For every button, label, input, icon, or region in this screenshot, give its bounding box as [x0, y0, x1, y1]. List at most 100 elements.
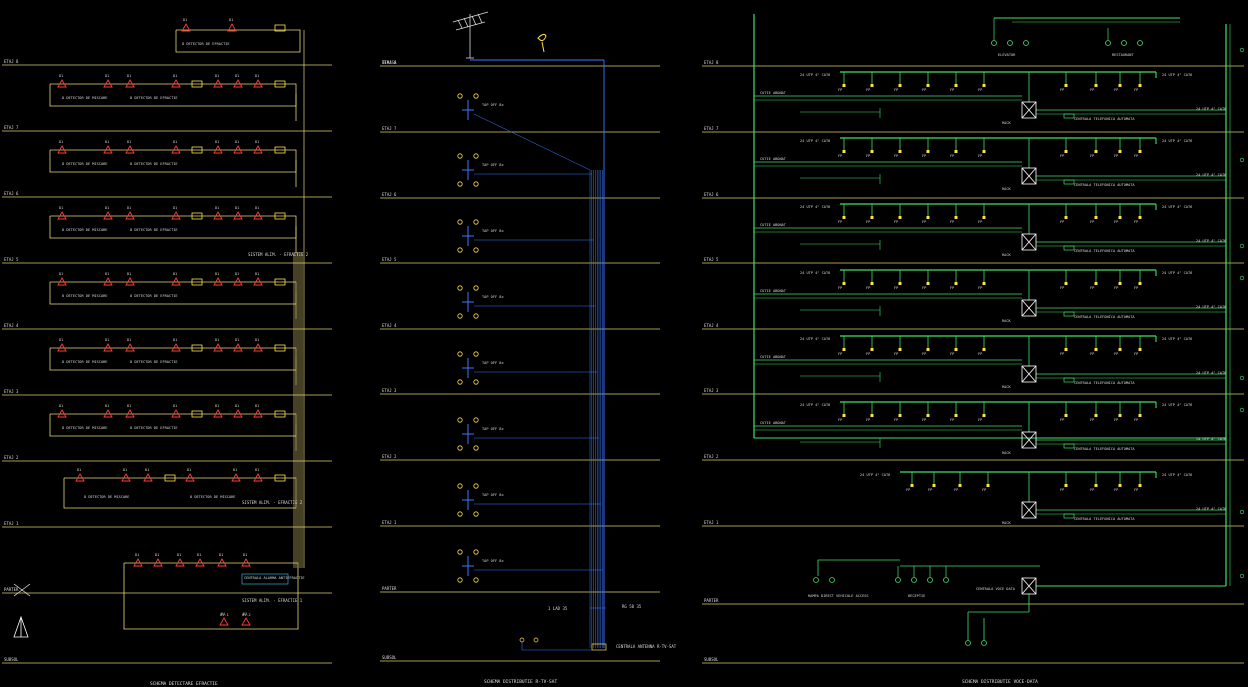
data-outlet-icon[interactable]	[898, 84, 902, 87]
tv-socket-icon[interactable]	[473, 549, 479, 555]
data-outlet-icon[interactable]	[926, 84, 930, 87]
data-outlet-icon[interactable]	[954, 348, 958, 351]
data-outlet-icon[interactable]	[926, 348, 930, 351]
data-outlet-icon[interactable]	[954, 414, 958, 417]
socket-icon[interactable]	[991, 40, 997, 46]
motion-detector-icon[interactable]: D1	[171, 74, 181, 88]
data-outlet-icon[interactable]	[842, 348, 846, 351]
motion-detector-icon[interactable]: D1	[125, 272, 135, 286]
motion-detector-icon[interactable]: D1	[153, 553, 163, 567]
motion-detector-icon[interactable]: D1	[233, 140, 243, 154]
input-socket-icon[interactable]	[519, 637, 525, 643]
tv-socket-icon[interactable]	[457, 181, 463, 187]
data-outlet-icon[interactable]	[1138, 414, 1142, 417]
contact-sensor-icon[interactable]	[274, 80, 286, 88]
data-outlet-icon[interactable]	[1118, 216, 1122, 219]
tv-socket-icon[interactable]	[473, 483, 479, 489]
motion-detector-icon[interactable]: D1	[231, 468, 241, 482]
tv-socket-icon[interactable]	[457, 93, 463, 99]
tv-outlet-group[interactable]: TAP OFF 8x	[457, 417, 599, 451]
motion-detector-icon[interactable]: D1	[57, 140, 67, 154]
tv-socket-icon[interactable]	[473, 153, 479, 159]
tv-socket-icon[interactable]	[457, 313, 463, 319]
data-outlet-icon[interactable]	[1138, 150, 1142, 153]
phone-central-icon[interactable]	[1063, 513, 1075, 519]
phone-central-icon[interactable]	[1063, 311, 1075, 317]
motion-detector-icon[interactable]: D1	[103, 206, 113, 220]
data-outlet-icon[interactable]	[954, 282, 958, 285]
data-outlet-icon[interactable]	[1138, 216, 1142, 219]
data-outlet-icon[interactable]	[898, 216, 902, 219]
motion-detector-icon[interactable]: D1	[213, 338, 223, 352]
motion-detector-icon[interactable]: D1	[213, 74, 223, 88]
data-outlet-icon[interactable]	[842, 282, 846, 285]
rack-icon[interactable]	[1021, 299, 1037, 317]
motion-detector-icon[interactable]: D1	[233, 404, 243, 418]
motion-detector-icon[interactable]: D1	[171, 338, 181, 352]
motion-detector-icon[interactable]: D1	[171, 272, 181, 286]
socket-icon[interactable]	[1105, 40, 1111, 46]
tv-outlet-group[interactable]: TAP OFF 8x	[457, 483, 601, 517]
data-outlet-icon[interactable]	[926, 216, 930, 219]
tv-socket-icon[interactable]	[473, 181, 479, 187]
motion-detector-icon[interactable]: D1	[253, 272, 263, 286]
motion-detector-icon[interactable]: D1	[213, 404, 223, 418]
tv-outlet-group[interactable]: TAP OFF 8x	[457, 285, 596, 319]
data-outlet-icon[interactable]	[958, 484, 962, 487]
data-outlet-icon[interactable]	[870, 150, 874, 153]
data-outlet-icon[interactable]	[926, 414, 930, 417]
tv-socket-icon[interactable]	[457, 153, 463, 159]
socket-icon[interactable]	[1023, 40, 1029, 46]
motion-detector-icon[interactable]: D1	[103, 140, 113, 154]
data-outlet-icon[interactable]	[1094, 150, 1098, 153]
data-outlet-icon[interactable]	[954, 84, 958, 87]
tv-socket-icon[interactable]	[457, 379, 463, 385]
motion-detector-icon[interactable]: D1	[233, 272, 243, 286]
data-outlet-icon[interactable]	[1064, 282, 1068, 285]
tv-socket-icon[interactable]	[473, 445, 479, 451]
data-outlet-icon[interactable]	[1118, 348, 1122, 351]
contact-sensor-icon[interactable]	[191, 344, 203, 352]
motion-detector-icon[interactable]: D1	[241, 612, 251, 626]
data-outlet-icon[interactable]	[1094, 216, 1098, 219]
rack-icon[interactable]	[1021, 501, 1037, 519]
rtv-central-box[interactable]	[591, 643, 607, 651]
tv-socket-icon[interactable]	[457, 511, 463, 517]
tv-socket-icon[interactable]	[473, 313, 479, 319]
tv-socket-icon[interactable]	[473, 417, 479, 423]
contact-sensor-icon[interactable]	[164, 474, 176, 482]
data-outlet-icon[interactable]	[932, 484, 936, 487]
rack-icon[interactable]	[1021, 167, 1037, 185]
alarm-central-box[interactable]	[241, 573, 289, 585]
motion-detector-icon[interactable]: D1	[213, 140, 223, 154]
motion-detector-icon[interactable]: D1	[253, 206, 263, 220]
socket-icon[interactable]	[927, 577, 933, 583]
rack-icon[interactable]	[1021, 431, 1037, 449]
data-outlet-icon[interactable]	[1118, 484, 1122, 487]
data-outlet-icon[interactable]	[954, 150, 958, 153]
motion-detector-icon[interactable]: D1	[171, 140, 181, 154]
data-outlet-icon[interactable]	[1064, 216, 1068, 219]
data-outlet-icon[interactable]	[1094, 414, 1098, 417]
data-outlet-icon[interactable]	[910, 484, 914, 487]
tv-outlet-group[interactable]: TAP OFF 8x	[457, 549, 603, 583]
data-outlet-icon[interactable]	[1138, 348, 1142, 351]
contact-sensor-icon[interactable]	[191, 278, 203, 286]
contact-sensor-icon[interactable]	[191, 410, 203, 418]
socket-icon[interactable]	[911, 577, 917, 583]
data-outlet-icon[interactable]	[1118, 282, 1122, 285]
contact-sensor-icon[interactable]	[274, 24, 286, 32]
motion-detector-icon[interactable]: D1	[57, 272, 67, 286]
socket-icon[interactable]	[895, 577, 901, 583]
tv-socket-icon[interactable]	[457, 219, 463, 225]
tv-socket-icon[interactable]	[473, 219, 479, 225]
motion-detector-icon[interactable]: D1	[253, 468, 263, 482]
socket-icon[interactable]	[965, 640, 971, 646]
data-outlet-icon[interactable]	[1138, 282, 1142, 285]
data-outlet-icon[interactable]	[1064, 414, 1068, 417]
motion-detector-icon[interactable]: D1	[233, 338, 243, 352]
data-outlet-icon[interactable]	[898, 414, 902, 417]
motion-detector-icon[interactable]: D1	[57, 404, 67, 418]
data-outlet-icon[interactable]	[1118, 150, 1122, 153]
socket-icon[interactable]	[813, 577, 819, 583]
